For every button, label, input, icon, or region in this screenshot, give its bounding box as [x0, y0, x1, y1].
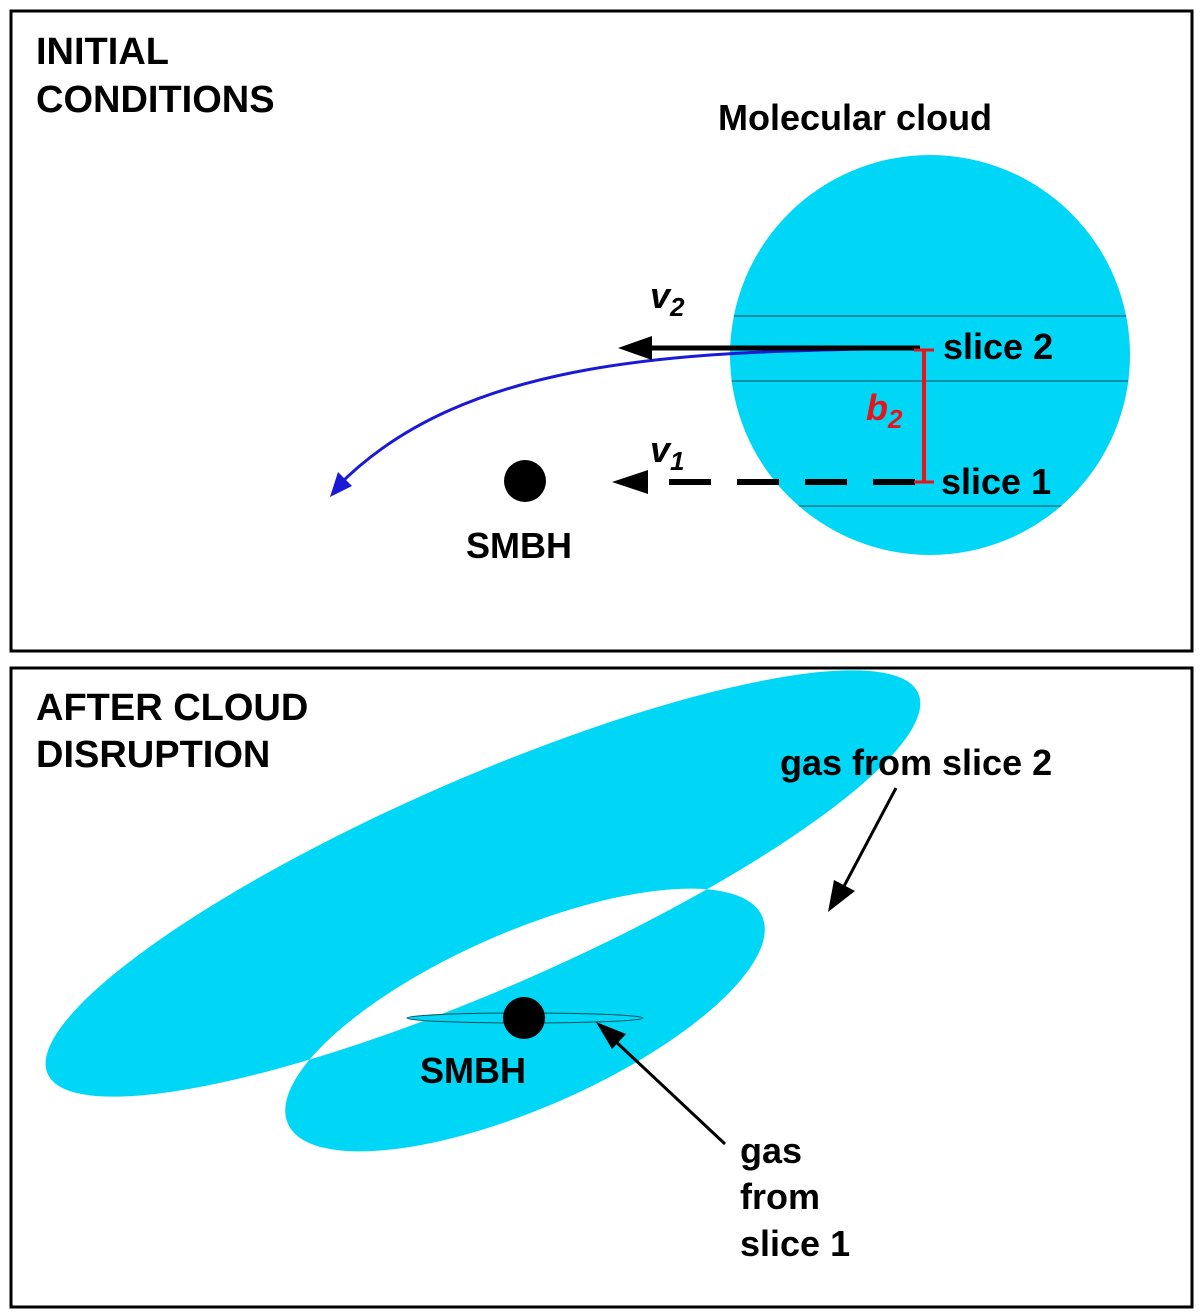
b2-label: b2: [866, 387, 903, 434]
bottom-panel-title-line1: AFTER CLOUD: [36, 687, 308, 729]
bottom-panel-title-line2: DISRUPTION: [36, 734, 270, 776]
gas-ring-slice2: [45, 670, 921, 1152]
v2-label: v2: [650, 275, 685, 322]
after-disruption-panel: AFTER CLOUD DISRUPTION SMBH gas from sli…: [9, 666, 1194, 1309]
smbh-dot: [504, 460, 546, 502]
gas-slice2-label: gas from slice 2: [780, 742, 1052, 783]
gas-slice1-label-line1: gas: [740, 1130, 802, 1171]
v1-label: v1: [650, 429, 685, 476]
gas-slice1-label-line3: slice 1: [740, 1223, 850, 1264]
gas-slice1-pointer-line: [610, 1036, 727, 1146]
top-panel-title-line1: INITIAL: [36, 31, 169, 73]
initial-conditions-panel: INITIAL CONDITIONS Molecular cloud v2 v1…: [9, 9, 1194, 653]
smbh-label-top: SMBH: [466, 525, 572, 566]
gas-slice2-pointer-head: [828, 880, 855, 912]
smbh-label-bottom: SMBH: [420, 1050, 526, 1091]
top-panel-frame: [9, 9, 1194, 653]
gas-slice2-pointer-line: [840, 787, 898, 891]
gas-slice1-pointer-head: [596, 1022, 626, 1049]
v1-arrowhead: [612, 470, 648, 494]
molecular-cloud-label: Molecular cloud: [718, 97, 992, 138]
slice1-label: slice 1: [941, 461, 1051, 502]
top-panel-title-line2: CONDITIONS: [36, 79, 275, 121]
trajectory-arrowhead: [330, 472, 352, 497]
bottom-panel-frame: [9, 666, 1194, 1309]
molecular-cloud: [730, 155, 1130, 555]
gas-slice1-label-line2: from: [740, 1176, 820, 1217]
slice2-label: slice 2: [943, 326, 1053, 367]
impact-parameter-bracket: [914, 348, 934, 484]
v2-arrowhead: [618, 336, 652, 360]
smbh-dot-bottom: [503, 997, 545, 1039]
